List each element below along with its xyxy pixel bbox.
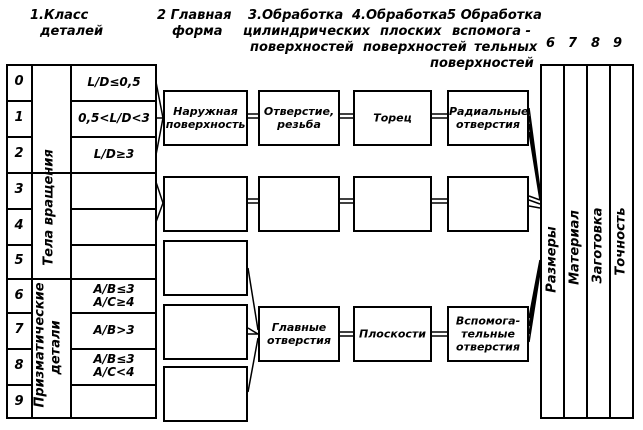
box-end-face-label: Торец [373, 111, 412, 125]
condition-row-7: A/B>3 [93, 323, 135, 337]
box-aux-holes-label-3: отверстия [456, 340, 520, 354]
box-main-holes-label-2: отверстия [267, 334, 331, 347]
box-radial-holes-label-1: Радиальные [449, 105, 529, 118]
header-aux-subtitle3: поверхностей [430, 56, 534, 71]
box-aux-row-2 [447, 176, 529, 232]
row-line [6, 312, 32, 314]
box-radial-holes: Радиальные отверстия [447, 90, 529, 146]
column-sizes: Размеры [544, 226, 560, 293]
box-cyl-row-2 [258, 176, 340, 232]
header-cyl-subtitle2: поверхностей [250, 40, 354, 55]
row-line [6, 384, 32, 386]
header-class-title: 1.Класс [30, 8, 89, 23]
group-prismatic-parts: Призматические [32, 282, 48, 408]
condition-row-8a: A/B≤3 [93, 352, 135, 366]
box-outer-surface: Наружная поверхность [163, 90, 248, 146]
box-aux-holes-label-2: тельные [461, 327, 515, 341]
row-line [70, 100, 157, 102]
condition-row-0: L/D≤0,5 [87, 75, 141, 89]
header-col-8: 8 [591, 36, 601, 51]
box-main-form-prismatic-3 [163, 366, 248, 422]
header-class-subtitle: деталей [40, 24, 104, 39]
box-outer-surface-label-2: поверхность [165, 118, 246, 131]
header-flat-subtitle: плоских [380, 24, 442, 39]
class-table-divider-2 [70, 64, 72, 419]
header-main-form-title: 2 Главная [157, 8, 232, 23]
row-number: 2 [14, 146, 24, 161]
row-number: 8 [14, 358, 24, 373]
condition-row-2: L/D≥3 [93, 147, 135, 161]
box-outer-surface-label-1: Наружная [173, 105, 238, 118]
column-divider [563, 64, 565, 419]
header-cyl-title: 3.Обработка [248, 8, 344, 23]
header-aux-subtitle: вспомога - [452, 24, 531, 39]
condition-row-1: 0,5<L/D<3 [78, 111, 150, 125]
row-line [6, 208, 32, 210]
column-blank: Заготовка [590, 207, 606, 284]
column-divider [586, 64, 588, 419]
header-col-7: 7 [568, 36, 578, 51]
header-cyl-subtitle: цилиндрических [243, 24, 371, 39]
class-table-divider-1 [31, 64, 33, 419]
box-planes: Плоскости [353, 306, 432, 362]
box-hole-thread: Отверстие, резьба [258, 90, 340, 146]
row-line [6, 244, 32, 246]
box-planes-label: Плоскости [359, 327, 426, 341]
box-main-form-prismatic-2 [163, 304, 248, 360]
box-main-holes: Главные отверстия [258, 306, 340, 362]
column-material: Материал [567, 210, 583, 285]
column-accuracy: Точность [613, 207, 629, 276]
box-main-form-row-2 [163, 176, 248, 232]
row-number: 3 [14, 182, 24, 197]
row-line [70, 312, 157, 314]
row-number: 9 [14, 394, 24, 409]
header-aux-title: 5 Обработка [447, 8, 542, 23]
box-hole-thread-label-1: Отверстие, [263, 105, 335, 118]
box-flat-row-2 [353, 176, 432, 232]
row-number: 4 [14, 218, 24, 233]
row-line [70, 348, 157, 350]
row-line [6, 278, 157, 280]
row-line [70, 136, 157, 138]
condition-row-8b: A/C<4 [93, 365, 135, 379]
box-radial-holes-label-2: отверстия [456, 118, 520, 131]
row-line [6, 136, 32, 138]
group-prismatic-parts-2: детали [48, 320, 64, 375]
row-line [70, 384, 157, 386]
row-number: 5 [14, 253, 24, 268]
row-line [70, 244, 157, 246]
row-number: 7 [14, 322, 24, 337]
box-end-face: Торец [353, 90, 432, 146]
group-rotation-bodies: Тела вращения [41, 149, 57, 266]
box-aux-holes: Вспомога- тельные отверстия [447, 306, 529, 362]
column-divider [609, 64, 611, 419]
box-main-form-prismatic-1 [163, 240, 248, 296]
row-line [6, 348, 32, 350]
header-col-9: 9 [613, 36, 623, 51]
condition-row-6b: A/C≥4 [93, 295, 135, 309]
row-line [6, 172, 157, 174]
condition-row-6a: A/B≤3 [93, 282, 135, 296]
header-aux-subtitle2: тельных [474, 40, 538, 55]
box-main-holes-label-1: Главные [271, 321, 327, 334]
row-number: 1 [14, 110, 24, 125]
box-aux-holes-label-1: Вспомога- [455, 314, 521, 328]
row-number: 6 [14, 288, 24, 303]
header-main-form-subtitle: форма [172, 24, 223, 39]
header-flat-title: 4.Обработка [352, 8, 448, 23]
row-line [6, 100, 32, 102]
box-hole-thread-label-2: резьба [277, 118, 321, 131]
row-line [70, 208, 157, 210]
header-col-6: 6 [546, 36, 556, 51]
row-number: 0 [14, 74, 24, 89]
header-flat-subtitle2: поверхностей [363, 40, 467, 55]
